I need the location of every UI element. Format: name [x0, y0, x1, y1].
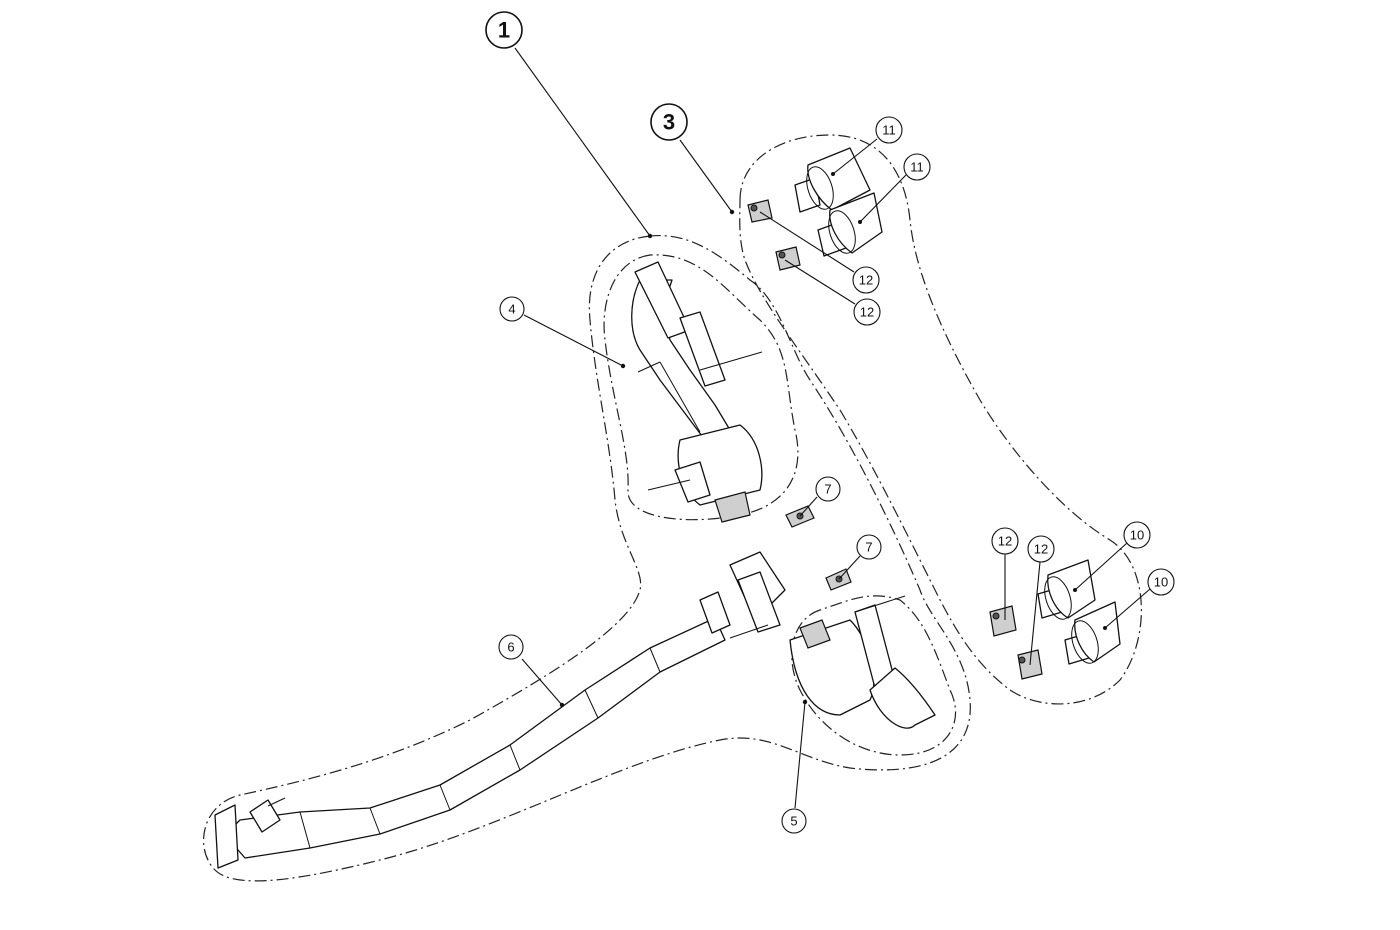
leader-12a — [759, 211, 855, 273]
callout-12b-label: 12 — [860, 305, 874, 320]
callout-12a-label: 12 — [859, 273, 873, 288]
leader-12b — [784, 259, 856, 305]
leader-3 — [679, 139, 733, 213]
group-outline-assembly-1 — [202, 234, 971, 882]
clamp-12-upper-a — [747, 199, 773, 223]
callout-12c-label: 12 — [998, 534, 1012, 549]
leader-11a — [832, 138, 878, 175]
tailpipe-tip-lower-a — [1037, 559, 1096, 620]
tailpipe-tip-upper-a — [794, 147, 871, 213]
callout-10-upper: 10 — [1123, 521, 1151, 549]
callout-3-label: 3 — [663, 110, 675, 135]
leader-11b — [859, 174, 907, 223]
callout-11b-label: 11 — [910, 160, 924, 175]
callout-5: 5 — [781, 808, 807, 834]
callout-12-d: 12 — [1027, 535, 1055, 563]
leader-3-dot — [729, 209, 735, 215]
link-pipe — [214, 591, 731, 869]
leader-5-dot — [802, 699, 808, 705]
tailpipe-tip-lower-b — [1064, 601, 1121, 665]
clamp-12-lower-a — [989, 605, 1017, 637]
callout-4: 4 — [499, 296, 525, 322]
leader-12d — [1029, 561, 1041, 666]
callout-5-label: 5 — [790, 814, 797, 829]
clamp-7-upper — [785, 505, 815, 528]
clamp-7-lower — [825, 568, 852, 591]
callout-11-upper: 11 — [875, 116, 903, 144]
callout-11a-label: 11 — [882, 123, 896, 138]
callout-12-a: 12 — [852, 266, 880, 294]
callout-7-upper: 7 — [815, 476, 841, 502]
callout-12-c: 12 — [991, 527, 1019, 555]
callout-4-label: 4 — [508, 302, 515, 317]
callout-10b-label: 10 — [1154, 575, 1168, 590]
callout-7a-label: 7 — [824, 482, 831, 497]
callout-7-lower: 7 — [856, 534, 882, 560]
group-outline-silencer-5 — [791, 595, 957, 756]
callout-3: 3 — [650, 103, 688, 141]
leader-11b-dot — [858, 220, 862, 224]
clamp-12-upper-b — [775, 246, 801, 271]
leader-7b — [838, 555, 861, 580]
leader-11a-dot — [831, 172, 835, 176]
callout-1: 1 — [485, 11, 523, 49]
callout-12d-label: 12 — [1034, 542, 1048, 557]
callout-10a-label: 10 — [1130, 528, 1144, 543]
callout-1-label: 1 — [498, 18, 510, 43]
leader-lines — [514, 47, 1151, 809]
silencer-upper — [631, 261, 763, 523]
leader-1-dot — [647, 233, 653, 239]
leader-5 — [794, 701, 806, 809]
leader-6-dot — [559, 702, 565, 708]
callout-7b-label: 7 — [865, 540, 872, 555]
silencer-lower — [729, 551, 936, 729]
callout-12-b: 12 — [853, 298, 881, 326]
leader-4 — [523, 314, 624, 367]
leader-10a-dot — [1073, 588, 1077, 592]
leader-7a — [799, 496, 818, 517]
callout-10-lower: 10 — [1147, 568, 1175, 596]
callout-6: 6 — [498, 634, 524, 660]
leader-10a — [1074, 542, 1128, 591]
callout-11-lower: 11 — [903, 153, 931, 181]
group-outline-tips-3 — [739, 134, 1142, 705]
tailpipe-tip-upper-b — [817, 192, 883, 257]
leader-6 — [521, 658, 563, 706]
leader-1 — [514, 47, 651, 237]
callout-6-label: 6 — [507, 640, 514, 655]
leader-10b — [1104, 588, 1151, 629]
leader-4-dot — [620, 363, 626, 369]
leader-10b-dot — [1103, 626, 1107, 630]
